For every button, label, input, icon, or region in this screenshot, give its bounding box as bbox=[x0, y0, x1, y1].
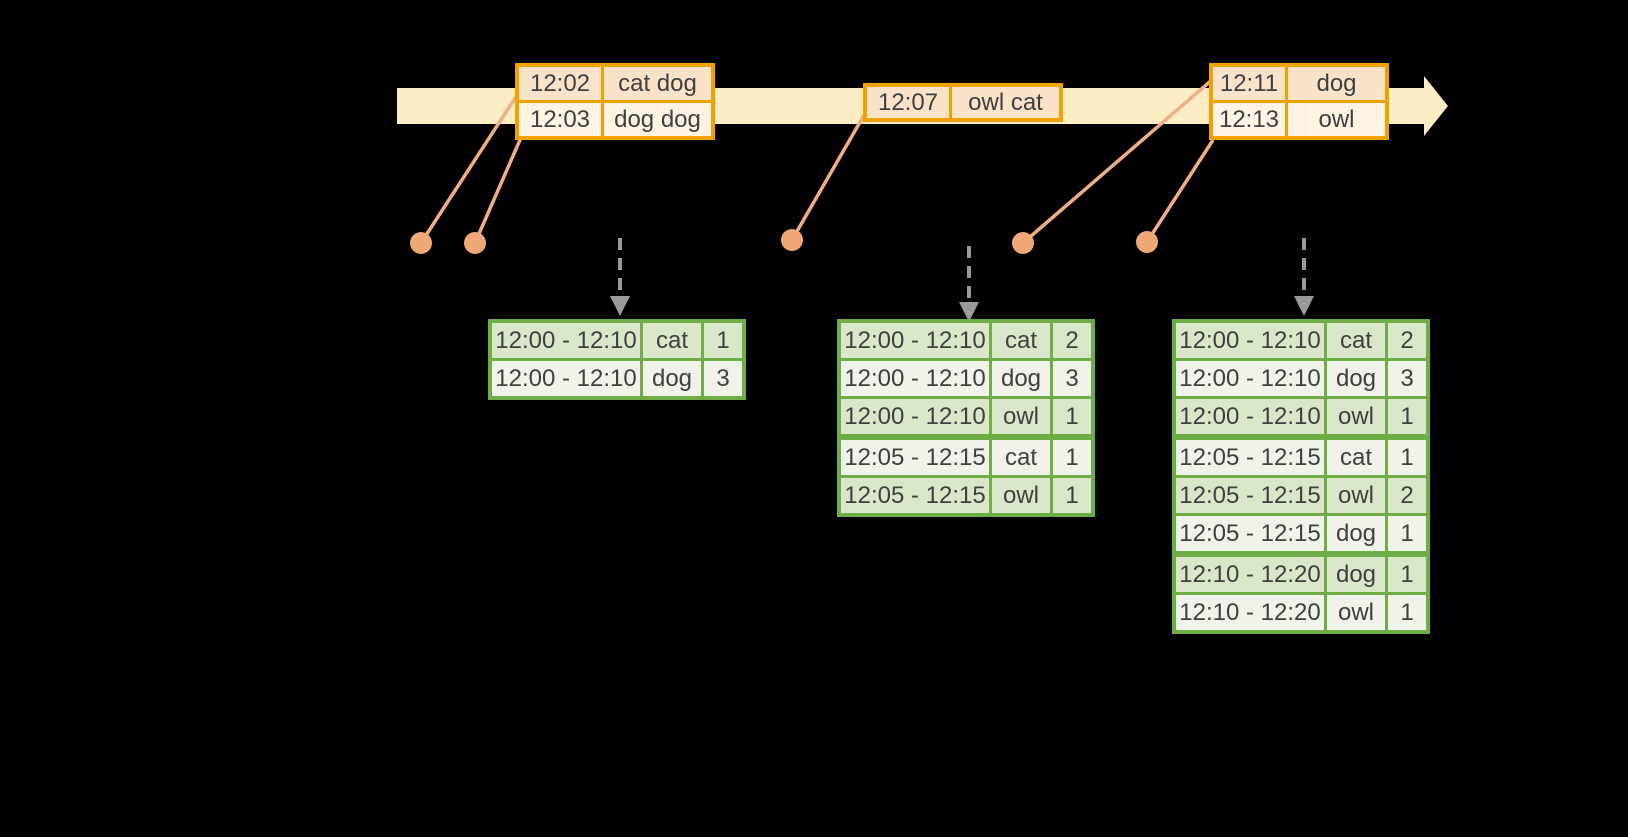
window-cell: 12:00 - 12:10 bbox=[492, 361, 640, 396]
result-table-3: 12:00 - 12:10 cat 2 12:00 - 12:10 dog 3 … bbox=[1172, 319, 1430, 634]
event-words-cell: owl cat bbox=[952, 87, 1059, 118]
count-cell: 3 bbox=[1388, 361, 1426, 396]
count-cell: 1 bbox=[1053, 478, 1091, 513]
word-cell: cat bbox=[643, 323, 701, 358]
window-cell: 12:00 - 12:10 bbox=[1176, 399, 1324, 434]
word-cell: owl bbox=[1327, 595, 1385, 630]
result-row: 12:10 - 12:20 dog 1 bbox=[1176, 557, 1426, 592]
event-words-cell: cat dog bbox=[604, 67, 711, 100]
window-cell: 12:10 - 12:20 bbox=[1176, 557, 1324, 592]
result-row: 12:05 - 12:15 dog 1 bbox=[1176, 516, 1426, 551]
result-row: 12:00 - 12:10 dog 3 bbox=[492, 361, 742, 396]
event-time-cell: 12:07 bbox=[867, 87, 949, 118]
word-cell: owl bbox=[992, 478, 1050, 513]
result-row: 12:05 - 12:15 owl 2 bbox=[1176, 478, 1426, 513]
window-cell: 12:00 - 12:10 bbox=[841, 399, 989, 434]
result-row: 12:00 - 12:10 cat 2 bbox=[1176, 323, 1426, 358]
event-table-2: 12:07 owl cat bbox=[863, 83, 1063, 122]
count-cell: 1 bbox=[1388, 440, 1426, 475]
word-cell: dog bbox=[992, 361, 1050, 396]
window-cell: 12:00 - 12:10 bbox=[1176, 323, 1324, 358]
word-cell: dog bbox=[1327, 361, 1385, 396]
event-time-cell: 12:02 bbox=[519, 67, 601, 100]
count-cell: 1 bbox=[1388, 516, 1426, 551]
event-row: 12:07 owl cat bbox=[867, 87, 1059, 118]
trigger-arrow-2-head-icon bbox=[959, 302, 979, 322]
event-dot-1213 bbox=[1136, 231, 1158, 253]
timeline-arrowhead-icon bbox=[1424, 76, 1448, 136]
event-table-3: 12:11 dog 12:13 owl bbox=[1209, 63, 1389, 140]
event-connector-lines bbox=[419, 77, 1215, 245]
count-cell: 2 bbox=[1388, 478, 1426, 513]
event-dots bbox=[410, 229, 1158, 254]
window-cell: 12:05 - 12:15 bbox=[1176, 478, 1324, 513]
count-cell: 1 bbox=[704, 323, 742, 358]
event-line-1211 bbox=[1021, 77, 1215, 245]
event-dot-1211 bbox=[1012, 232, 1034, 254]
event-time-cell: 12:13 bbox=[1213, 103, 1285, 136]
count-cell: 1 bbox=[1388, 595, 1426, 630]
event-dot-1203 bbox=[464, 232, 486, 254]
count-cell: 1 bbox=[1053, 440, 1091, 475]
result-row: 12:05 - 12:15 owl 1 bbox=[841, 478, 1091, 513]
count-cell: 1 bbox=[1388, 557, 1426, 592]
event-dot-1202 bbox=[410, 232, 432, 254]
event-row: 12:11 dog bbox=[1213, 67, 1385, 100]
event-row: 12:03 dog dog bbox=[519, 103, 711, 136]
event-time-cell: 12:03 bbox=[519, 103, 601, 136]
window-cell: 12:05 - 12:15 bbox=[841, 478, 989, 513]
window-cell: 12:00 - 12:10 bbox=[1176, 361, 1324, 396]
event-dot-1207 bbox=[781, 229, 803, 251]
event-time-cell: 12:11 bbox=[1213, 67, 1285, 100]
count-cell: 1 bbox=[1388, 399, 1426, 434]
count-cell: 3 bbox=[1053, 361, 1091, 396]
word-cell: cat bbox=[1327, 323, 1385, 358]
result-row: 12:05 - 12:15 cat 1 bbox=[841, 440, 1091, 475]
trigger-arrows bbox=[610, 238, 1314, 322]
window-cell: 12:10 - 12:20 bbox=[1176, 595, 1324, 630]
result-row: 12:00 - 12:10 owl 1 bbox=[841, 399, 1091, 434]
window-cell: 12:00 - 12:10 bbox=[841, 323, 989, 358]
trigger-arrow-1-head-icon bbox=[610, 296, 630, 316]
trigger-arrow-3-head-icon bbox=[1294, 296, 1314, 316]
count-cell: 3 bbox=[704, 361, 742, 396]
event-table-1: 12:02 cat dog 12:03 dog dog bbox=[515, 63, 715, 140]
word-cell: dog bbox=[1327, 557, 1385, 592]
result-row: 12:05 - 12:15 cat 1 bbox=[1176, 440, 1426, 475]
event-line-1213 bbox=[1145, 139, 1215, 243]
result-row: 12:00 - 12:10 dog 3 bbox=[841, 361, 1091, 396]
event-row: 12:02 cat dog bbox=[519, 67, 711, 100]
word-cell: owl bbox=[1327, 399, 1385, 434]
window-cell: 12:05 - 12:15 bbox=[841, 440, 989, 475]
event-line-1207 bbox=[790, 109, 869, 241]
word-cell: dog bbox=[1327, 516, 1385, 551]
event-line-1202 bbox=[419, 91, 521, 244]
result-table-2: 12:00 - 12:10 cat 2 12:00 - 12:10 dog 3 … bbox=[837, 319, 1095, 517]
word-cell: owl bbox=[992, 399, 1050, 434]
result-row: 12:00 - 12:10 cat 1 bbox=[492, 323, 742, 358]
event-words-cell: owl bbox=[1288, 103, 1385, 136]
window-cell: 12:05 - 12:15 bbox=[1176, 440, 1324, 475]
word-cell: dog bbox=[643, 361, 701, 396]
event-row: 12:13 owl bbox=[1213, 103, 1385, 136]
result-row: 12:00 - 12:10 cat 2 bbox=[841, 323, 1091, 358]
window-cell: 12:05 - 12:15 bbox=[1176, 516, 1324, 551]
word-cell: owl bbox=[1327, 478, 1385, 513]
word-cell: cat bbox=[992, 323, 1050, 358]
result-row: 12:00 - 12:10 owl 1 bbox=[1176, 399, 1426, 434]
event-line-1203 bbox=[473, 132, 525, 244]
event-words-cell: dog dog bbox=[604, 103, 711, 136]
count-cell: 2 bbox=[1053, 323, 1091, 358]
result-row: 12:00 - 12:10 dog 3 bbox=[1176, 361, 1426, 396]
result-table-1: 12:00 - 12:10 cat 1 12:00 - 12:10 dog 3 bbox=[488, 319, 746, 400]
event-words-cell: dog bbox=[1288, 67, 1385, 100]
count-cell: 1 bbox=[1053, 399, 1091, 434]
window-cell: 12:00 - 12:10 bbox=[841, 361, 989, 396]
word-cell: cat bbox=[1327, 440, 1385, 475]
result-row: 12:10 - 12:20 owl 1 bbox=[1176, 595, 1426, 630]
word-cell: cat bbox=[992, 440, 1050, 475]
count-cell: 2 bbox=[1388, 323, 1426, 358]
window-cell: 12:00 - 12:10 bbox=[492, 323, 640, 358]
